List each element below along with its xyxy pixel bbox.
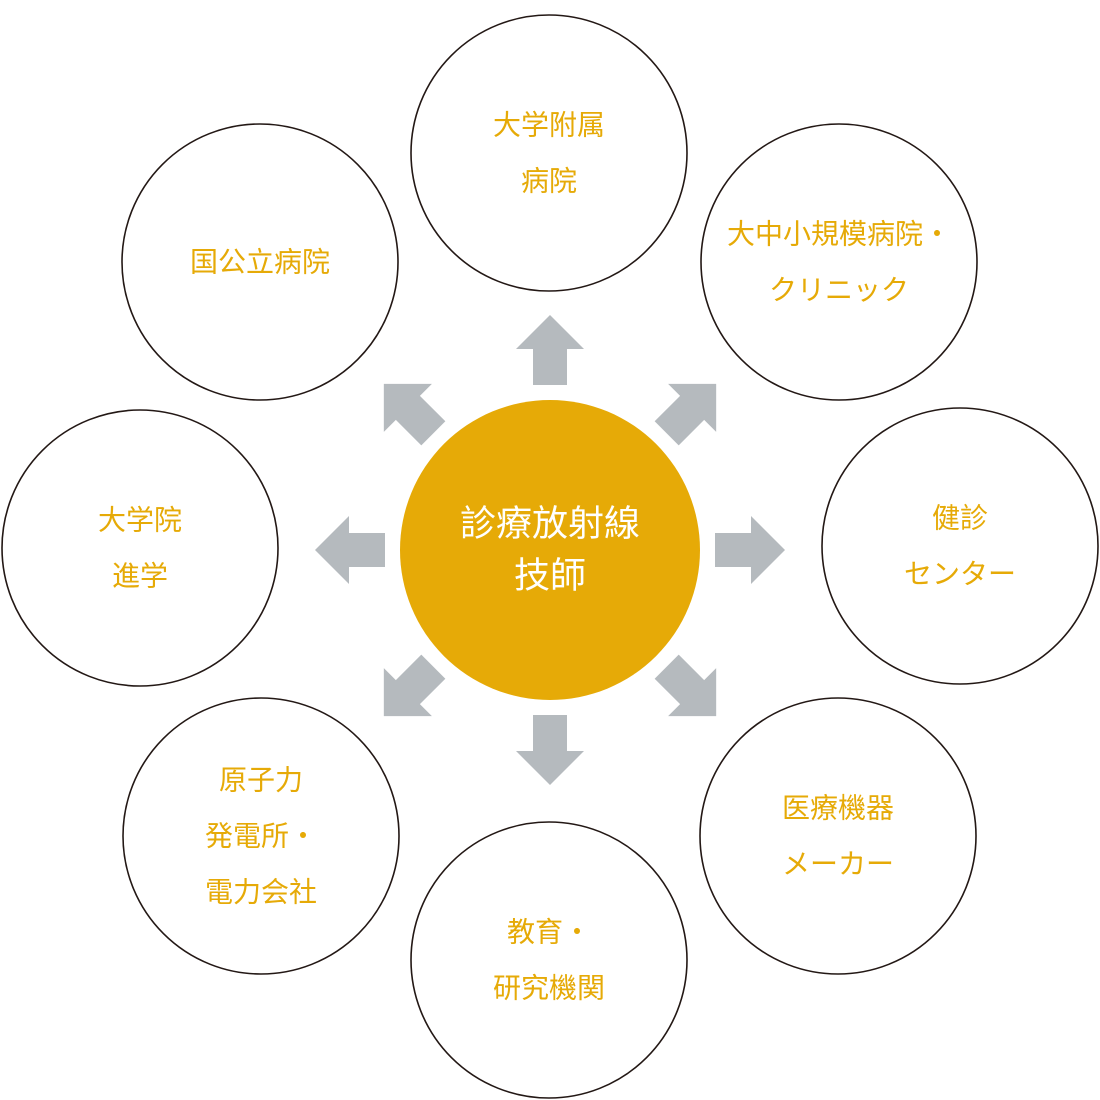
node-label: 大中小規模病院・ — [727, 218, 951, 251]
center-label: 診療放射線 — [460, 504, 640, 545]
node-label: 電力会社 — [205, 876, 317, 909]
node-circle — [700, 123, 978, 401]
center-label: 技師 — [514, 556, 586, 597]
node-label: 国公立病院 — [190, 246, 330, 279]
node-circle — [121, 123, 399, 401]
arrow-graduate-school — [315, 516, 385, 584]
arrow-university-hospital — [516, 315, 584, 385]
arrow-public-hospital — [383, 383, 446, 446]
arrow-health-center — [715, 516, 785, 584]
node-circle — [410, 14, 688, 292]
node-label: 原子力 — [219, 764, 303, 797]
center-circle — [400, 400, 700, 700]
node-circle — [821, 407, 1099, 685]
node-circle — [410, 821, 688, 1099]
node-circle — [122, 697, 400, 975]
node-label: クリニック — [769, 274, 909, 307]
arrow-medical-device-maker — [654, 654, 717, 717]
node-label: センター — [904, 558, 1016, 591]
node-label: 大学附属 — [493, 109, 605, 142]
node-label: メーカー — [782, 848, 894, 881]
node-education-research: 教育・研究機関 — [410, 821, 688, 1099]
node-label: 健診 — [932, 502, 988, 535]
node-circle — [1, 409, 279, 687]
arrow-nuclear-power — [383, 654, 446, 717]
arrows-group — [315, 315, 785, 785]
node-label: 発電所・ — [205, 820, 317, 853]
node-public-hospital: 国公立病院 — [121, 123, 399, 401]
arrow-clinic — [654, 383, 717, 446]
node-label: 教育・ — [507, 916, 591, 949]
node-label: 進学 — [112, 560, 168, 593]
nodes-group: 大学附属病院大中小規模病院・クリニック健診センター医療機器メーカー教育・研究機関… — [1, 14, 1099, 1099]
node-label: 研究機関 — [493, 972, 605, 1005]
node-label: 医療機器 — [782, 792, 894, 825]
node-clinic: 大中小規模病院・クリニック — [700, 123, 978, 401]
node-circle — [699, 697, 977, 975]
arrow-education-research — [516, 715, 584, 785]
node-label: 大学院 — [98, 504, 182, 537]
node-label: 病院 — [521, 165, 577, 198]
